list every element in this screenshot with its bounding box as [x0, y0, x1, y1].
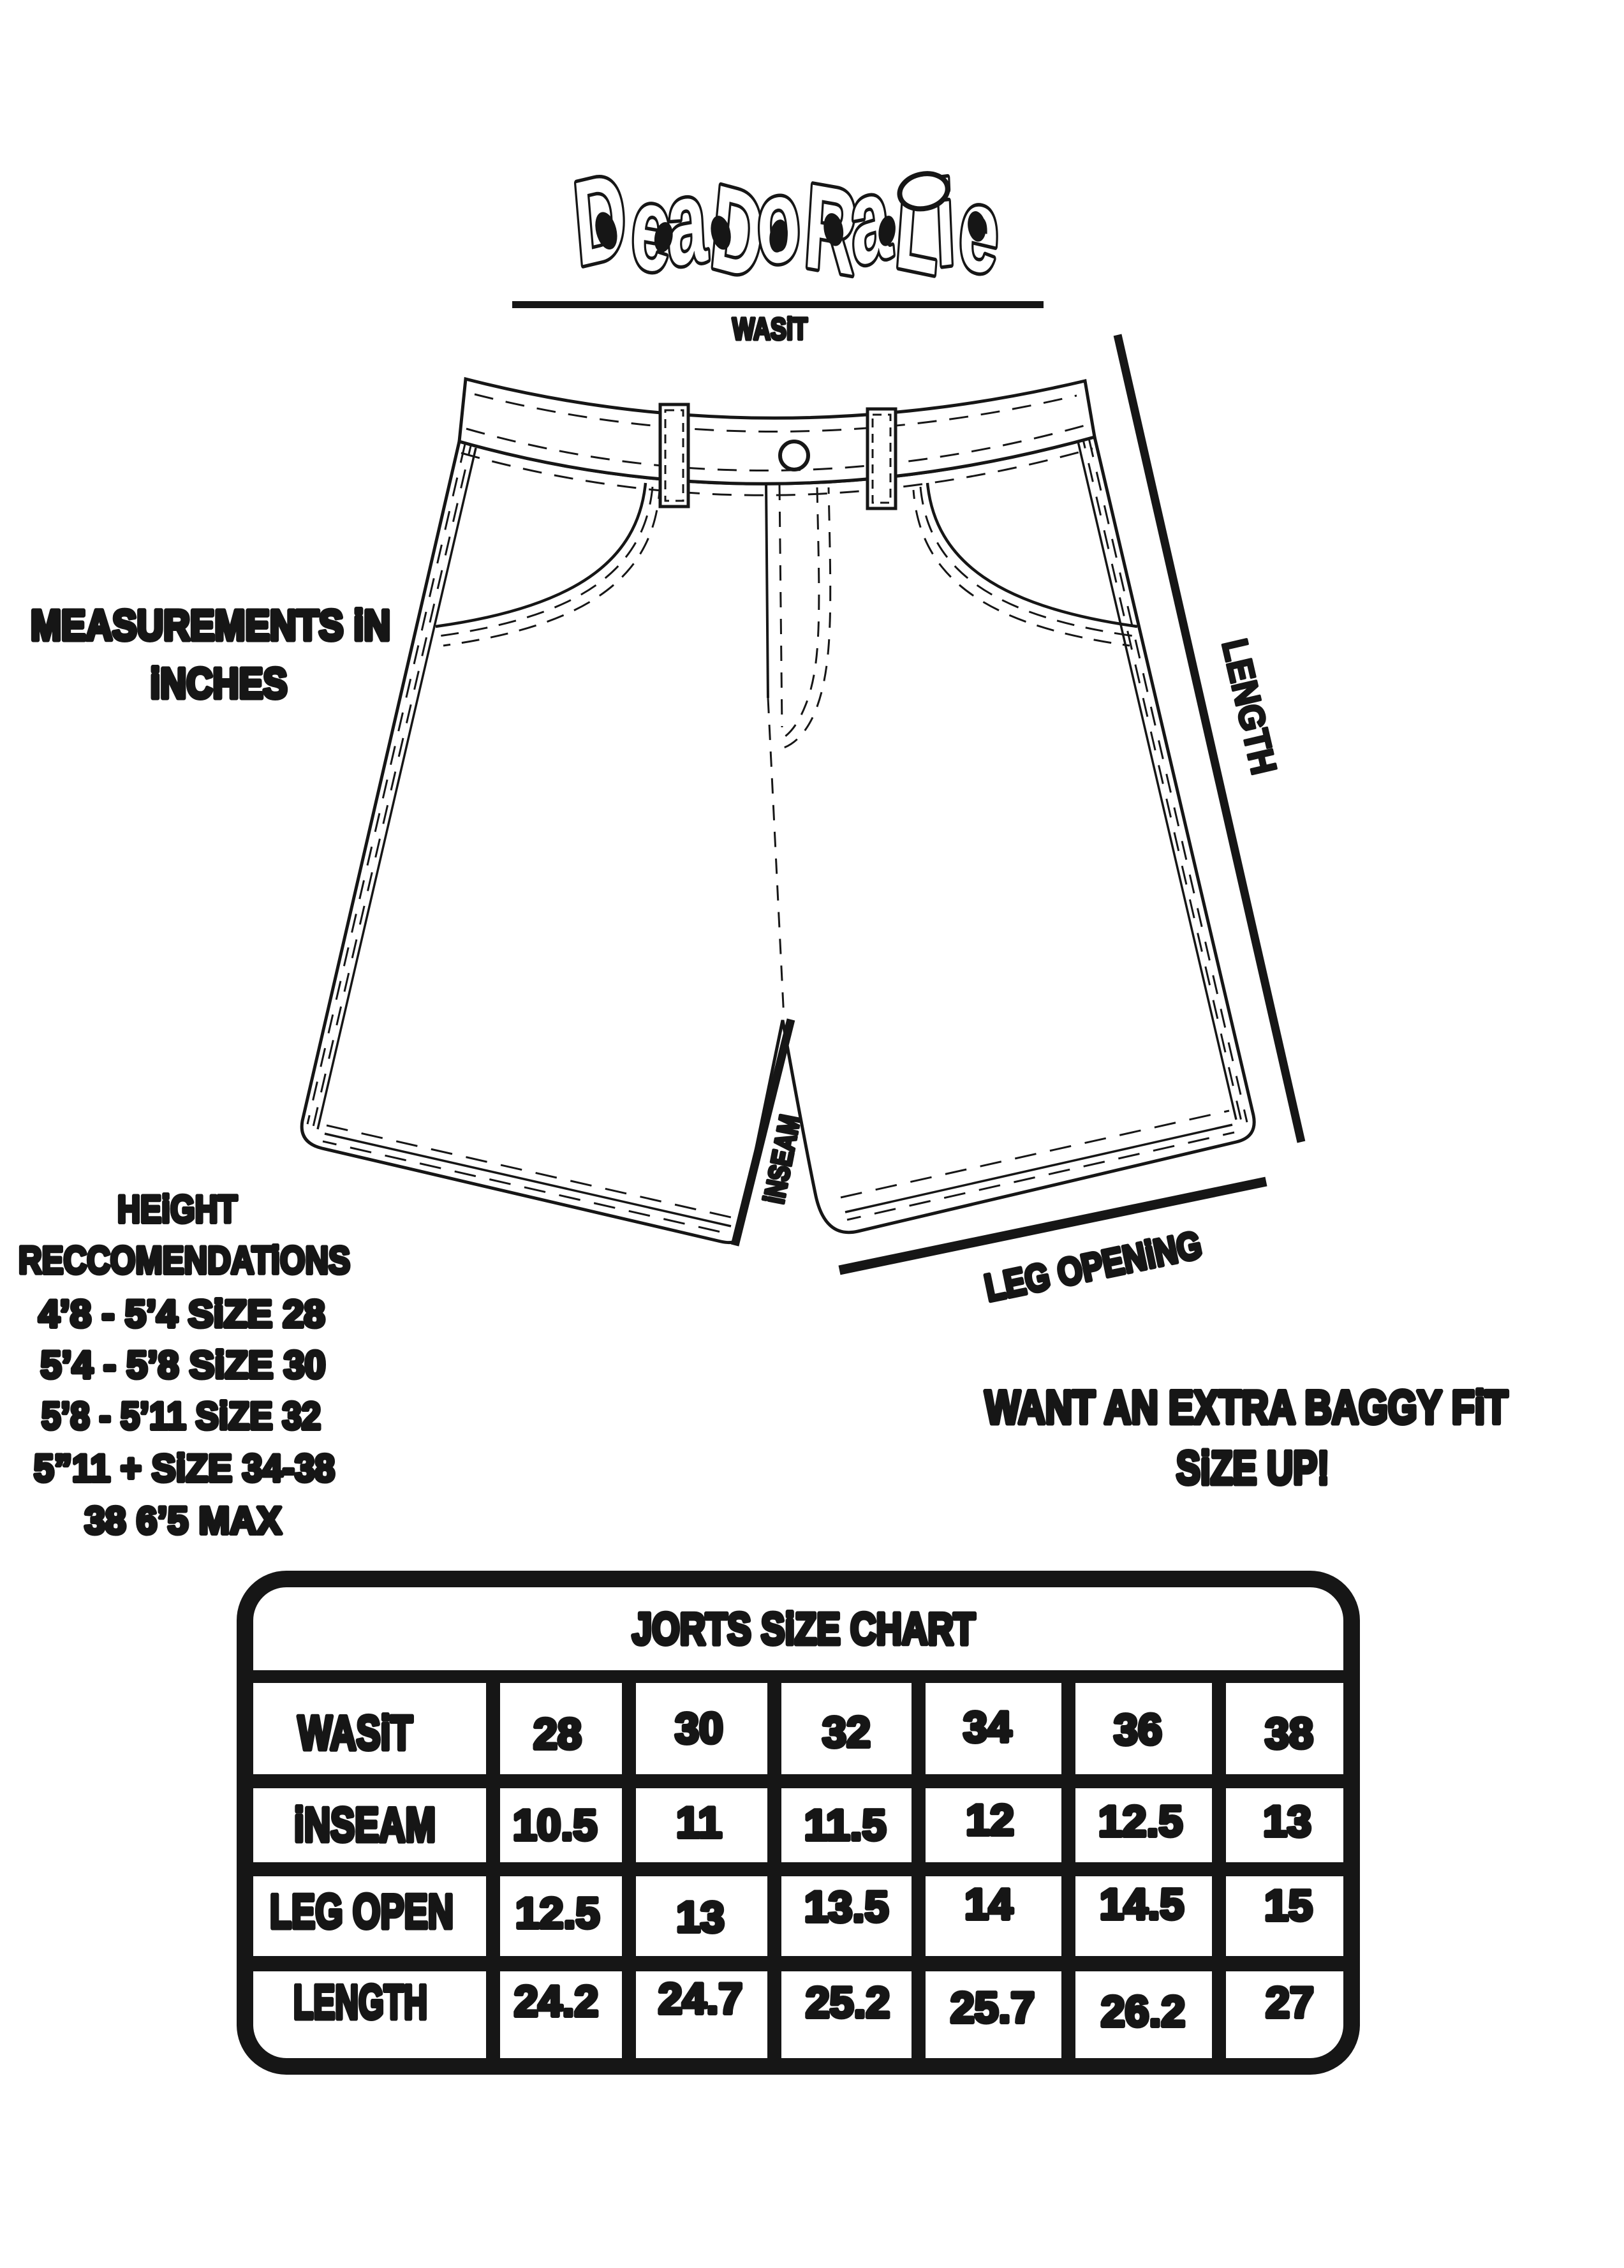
svg-text:14.5: 14.5	[1100, 1880, 1184, 1929]
svg-text:24.2: 24.2	[514, 1977, 598, 2026]
svg-text:38: 38	[1265, 1709, 1313, 1758]
svg-text:11: 11	[676, 1798, 722, 1847]
svg-text:4’8 - 5’4 SiZE 28: 4’8 - 5’4 SiZE 28	[39, 1293, 325, 1335]
svg-text:12: 12	[966, 1796, 1014, 1844]
svg-text:30: 30	[675, 1704, 723, 1753]
svg-text:14: 14	[964, 1880, 1013, 1929]
svg-text:5’8 - 5’11 SiZE 32: 5’8 - 5’11 SiZE 32	[41, 1395, 321, 1437]
svg-text:SiZE UP!: SiZE UP!	[1176, 1442, 1329, 1494]
svg-text:WASiT: WASiT	[298, 1706, 413, 1760]
svg-text:25.7: 25.7	[950, 1983, 1035, 2032]
svg-text:27: 27	[1266, 1978, 1314, 2027]
svg-text:28: 28	[533, 1710, 582, 1758]
svg-text:iNSEAM: iNSEAM	[294, 1798, 436, 1851]
svg-text:34: 34	[963, 1703, 1012, 1751]
svg-text:13: 13	[676, 1893, 725, 1941]
svg-text:32: 32	[822, 1708, 871, 1756]
svg-text:12.5: 12.5	[515, 1889, 600, 1938]
svg-text:5’4 - 5’8 SiZE 30: 5’4 - 5’8 SiZE 30	[41, 1344, 326, 1386]
svg-text:MEASUREMENTS iN: MEASUREMENTS iN	[31, 602, 390, 649]
svg-text:24.7: 24.7	[658, 1975, 742, 2023]
svg-text:LENGTH: LENGTH	[293, 1975, 427, 2029]
svg-text:WANT AN EXTRA BAGGY FiT: WANT AN EXTRA BAGGY FiT	[985, 1382, 1508, 1434]
svg-text:LEG OPEN: LEG OPEN	[270, 1885, 454, 1938]
svg-text:RECCOMENDATiONS: RECCOMENDATiONS	[18, 1239, 350, 1282]
svg-text:WASiT: WASiT	[732, 313, 808, 346]
svg-text:25.2: 25.2	[806, 1978, 890, 2027]
svg-text:11.5: 11.5	[804, 1801, 887, 1849]
svg-text:26.2: 26.2	[1101, 1987, 1185, 2036]
svg-text:12.5: 12.5	[1098, 1797, 1183, 1846]
svg-text:15: 15	[1264, 1881, 1313, 1930]
svg-text:JORTS SiZE CHART: JORTS SiZE CHART	[632, 1604, 975, 1654]
svg-text:38 6’5 MAX: 38 6’5 MAX	[85, 1499, 282, 1542]
svg-text:13: 13	[1263, 1797, 1311, 1846]
svg-text:HEiGHT: HEiGHT	[117, 1188, 237, 1231]
svg-text:36: 36	[1114, 1705, 1162, 1754]
svg-text:10.5: 10.5	[513, 1801, 597, 1849]
svg-text:iNCHES: iNCHES	[151, 660, 288, 708]
svg-text:13.5: 13.5	[804, 1883, 889, 1931]
svg-text:5”11 + SiZE 34-38: 5”11 + SiZE 34-38	[34, 1447, 335, 1490]
